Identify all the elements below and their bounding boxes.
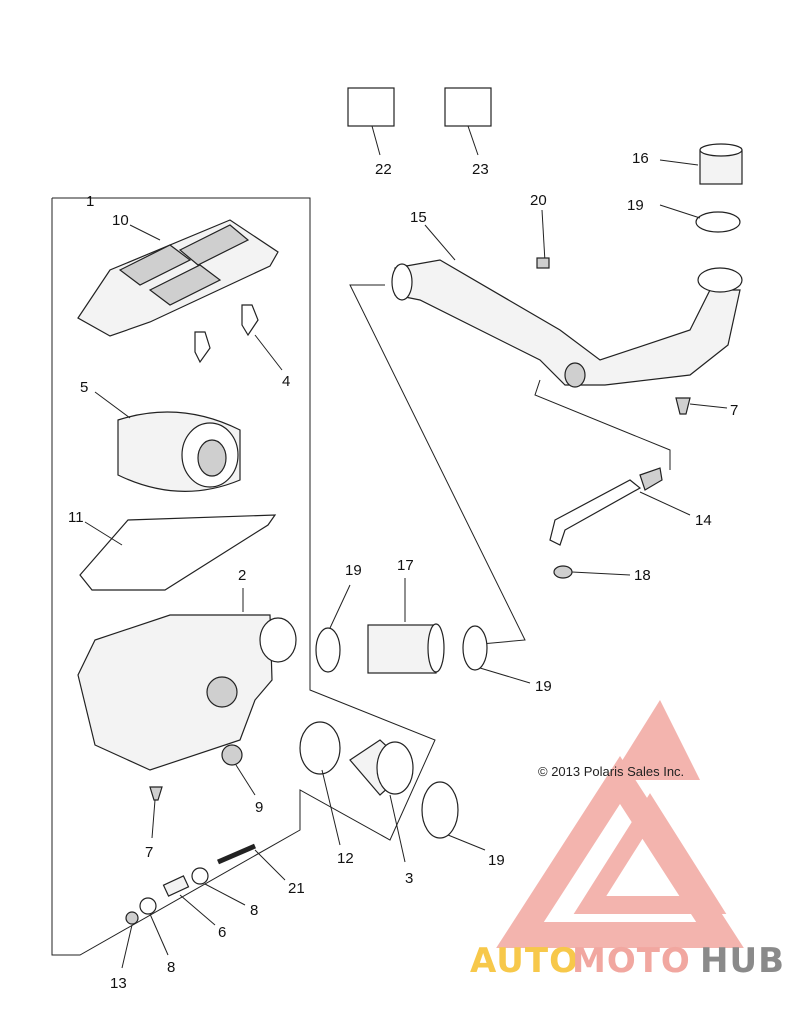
callout-7-lower: 7 [145,844,153,861]
watermark-logo [496,700,744,948]
callout-10: 10 [112,212,129,229]
clamp-19-b [462,625,488,671]
callout-19-c: 19 [488,852,505,869]
screw-20 [536,209,550,269]
callout-18: 18 [634,567,651,584]
clamp-12 [299,721,341,775]
bushing-8-b [139,897,157,915]
air-filter [117,411,241,492]
watermark-hub: HUB [700,941,785,981]
seal-ring [79,514,277,591]
callout-4: 4 [282,373,290,390]
callout-6: 6 [218,924,226,941]
callout-5: 5 [80,379,88,396]
drain-plug [149,786,163,801]
callout-15: 15 [410,209,427,226]
bushing-8-a [191,867,209,885]
callout-21: 21 [288,880,305,897]
callout-20: 20 [530,192,547,209]
callout-8-b: 8 [167,959,175,976]
callout-2: 2 [238,567,246,584]
label-part-22 [347,87,395,127]
intake-boot [349,739,414,796]
watermark-auto: AUTO [470,941,579,981]
drain-tube [549,467,663,546]
clip-parts [194,304,259,364]
coupler-tube [367,623,445,674]
callout-labels: 1 2 3 4 5 6 7 7 8 8 9 10 11 12 13 14 15 … [68,150,738,992]
hose-plug [675,397,691,415]
spacer-6 [162,875,190,897]
callout-7-upper: 7 [730,402,738,419]
callout-1: 1 [86,193,94,210]
callout-9: 9 [255,799,263,816]
callout-12: 12 [337,850,354,867]
airbox-lower [77,614,297,771]
callout-23: 23 [472,161,489,178]
nut-13 [125,911,139,925]
plug-9 [221,744,243,766]
bolt-21 [217,843,256,865]
sleeve-16 [699,143,743,185]
callout-19-a: 19 [345,562,362,579]
hose-assembly-frame-2 [534,379,671,470]
callout-19-b: 19 [535,678,552,695]
copyright-text: © 2013 Polaris Sales Inc. [538,764,684,779]
callout-13: 13 [110,975,127,992]
watermark-text: AUTO MOTO HUB [470,941,785,981]
callout-16: 16 [632,150,649,167]
label-part-23 [444,87,492,127]
callout-11: 11 [68,509,84,526]
callout-14: 14 [695,512,712,529]
clamp-19-a [315,627,341,673]
callout-22: 22 [375,161,392,178]
assembly-frame [51,197,436,956]
callout-17: 17 [397,557,414,574]
clamp-18 [553,565,573,579]
intake-hose [391,259,743,388]
airbox-cover [77,219,279,337]
hose-assembly-frame [349,284,526,646]
watermark-moto: MOTO [572,941,691,981]
clamp-19-c [421,781,459,839]
callout-3: 3 [405,870,413,887]
callout-8-a: 8 [250,902,258,919]
clamp-19-d [695,211,741,233]
callout-19-d: 19 [627,197,644,214]
